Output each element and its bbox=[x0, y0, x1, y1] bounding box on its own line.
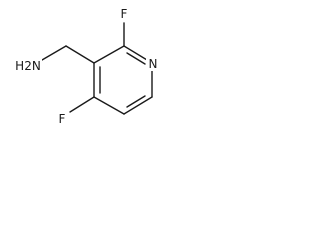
bond-c5-c4 bbox=[93, 96, 125, 115]
bond-c3-c2 bbox=[93, 45, 125, 64]
ring-nitrogen-label: N bbox=[149, 57, 158, 71]
amine-label: H2N bbox=[15, 59, 41, 73]
fluorine-bottom-label: F bbox=[59, 112, 66, 126]
fluorine-top-label: F bbox=[121, 7, 128, 21]
bond-c4-f bbox=[69, 96, 95, 113]
bond-double-c2-n1-inner bbox=[126, 52, 146, 65]
bond-ch2-nh2 bbox=[41, 45, 67, 61]
bond-c6-c5 bbox=[123, 96, 153, 115]
molecule-structure: H2N F N F bbox=[15, 6, 159, 127]
bond-c3-ch2 bbox=[65, 45, 95, 64]
bond-double-c6-c5-inner bbox=[126, 95, 146, 108]
